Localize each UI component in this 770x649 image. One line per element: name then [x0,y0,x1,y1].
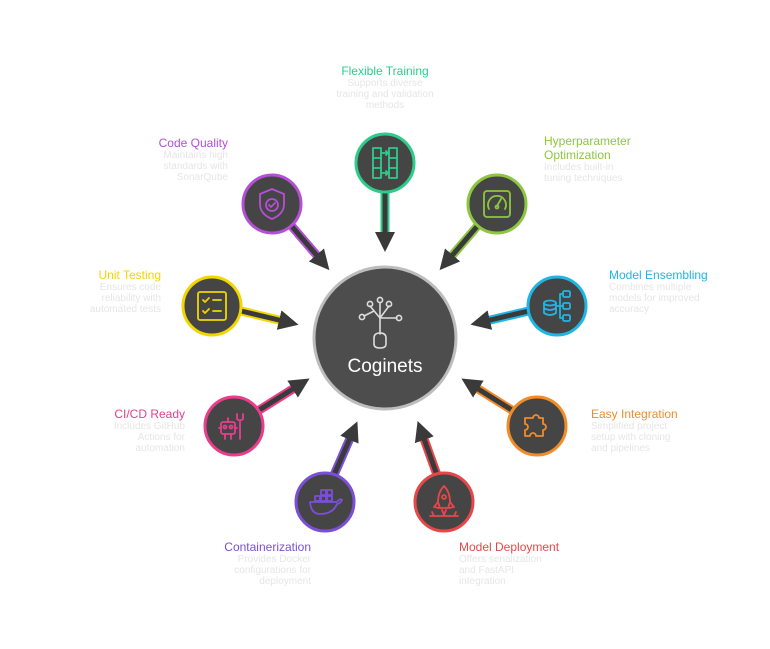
gauge-icon [483,190,511,218]
robot-wrench-icon [218,413,244,440]
node-code-quality [241,173,303,235]
label-hyperparameter-optimization: Hyperparameter Optimization Includes bui… [544,134,664,184]
connector-arrow-core [439,221,482,271]
label-easy-integration: Easy Integration Simplified project setu… [591,407,711,454]
hub-title: Coginets [348,356,423,377]
item-desc-line: setup with cloning [591,432,671,443]
item-desc-line: training and validation [336,89,434,100]
item-desc-line: Maintains high [163,150,228,161]
item-title: Code Quality [158,136,228,150]
checklist-icon [197,291,227,321]
item-desc-line: automated tests [89,304,161,315]
item-desc-line: Includes GitHub [113,421,185,432]
node-circle [241,173,303,235]
node-unit-testing [181,275,243,337]
item-desc-line: tuning techniques [544,173,623,184]
item-desc-line: and FastAPI [459,565,515,576]
label-ci-cd-ready: CI/CD Ready Includes GitHub Actions for … [65,407,185,454]
item-desc-line: models for improved [609,293,700,304]
item-desc-line: standards with [163,161,228,172]
item-desc-line: Supports diverse [347,78,423,89]
label-model-ensembling: Model Ensembling Combines multiple model… [609,268,729,315]
label-model-deployment: Model Deployment Offers serialization an… [459,540,579,587]
node-flexible-training [354,132,416,194]
item-title: Containerization [224,540,311,554]
item-desc-line: methods [365,100,405,111]
shield-check-icon [259,188,285,220]
node-model-deployment [413,471,475,533]
connector-arrow-core [461,378,517,415]
connector-arrow-core [470,307,534,330]
item-desc-line: Offers serialization [459,554,542,565]
node-easy-integration [506,395,568,457]
item-desc-line: and pipelines [591,443,650,454]
label-unit-testing: Unit Testing Ensures code reliability wi… [41,268,161,315]
connector-arrow-core [287,221,330,271]
hub: Coginets [312,265,458,411]
item-desc-line: integration [459,576,506,587]
tree-network-icon [358,296,403,349]
item-desc-line: Includes built-in [544,162,614,173]
item-desc-line: Simplified project [591,421,668,432]
item-title: Flexible Training [341,64,429,78]
node-circle [203,395,265,457]
hub-circle [312,265,458,411]
node-circle [181,275,243,337]
item-desc-line: Combines multiple [609,282,692,293]
item-desc-line: configurations for [234,565,311,576]
database-nodes-icon [543,290,571,322]
node-circle [466,173,528,235]
connector-arrow-core [414,420,440,476]
label-code-quality: Code Quality Maintains high standards wi… [108,136,228,183]
item-desc-line: Provides Docker [237,554,311,565]
item-desc-line: accuracy [609,304,650,315]
connector-arrow-core [236,307,299,330]
item-title: Model Ensembling [609,268,708,282]
connector-arrow-core [331,421,359,476]
item-desc-line: Actions for [137,432,185,443]
node-circle [354,132,416,194]
label-flexible-training: Flexible Training Supports diverse train… [322,64,448,111]
node-model-ensembling [526,275,588,337]
node-containerization [294,471,356,533]
rocket-icon [429,485,459,517]
item-title: Hyperparameter [544,134,631,148]
node-circle [506,395,568,457]
item-desc-line: automation [135,443,185,454]
item-desc-line: Ensures code [99,282,161,293]
item-title: Unit Testing [98,268,161,282]
node-hyperparameter-optimization [466,173,528,235]
item-title: Optimization [544,148,611,162]
item-title: CI/CD Ready [114,407,185,421]
docker-whale-icon [309,489,343,515]
columns-transfer-icon [372,147,398,179]
node-circle [413,471,475,533]
puzzle-icon [524,414,547,437]
item-desc-line: reliability with [101,293,161,304]
item-desc-line: SonarQube [176,172,228,183]
node-ci-cd-ready [203,395,265,457]
item-desc-line: deployment [259,576,311,587]
connector-arrow-core [254,378,310,415]
label-containerization: Containerization Provides Docker configu… [191,540,311,587]
item-title: Model Deployment [459,540,560,554]
item-title: Easy Integration [591,407,678,421]
